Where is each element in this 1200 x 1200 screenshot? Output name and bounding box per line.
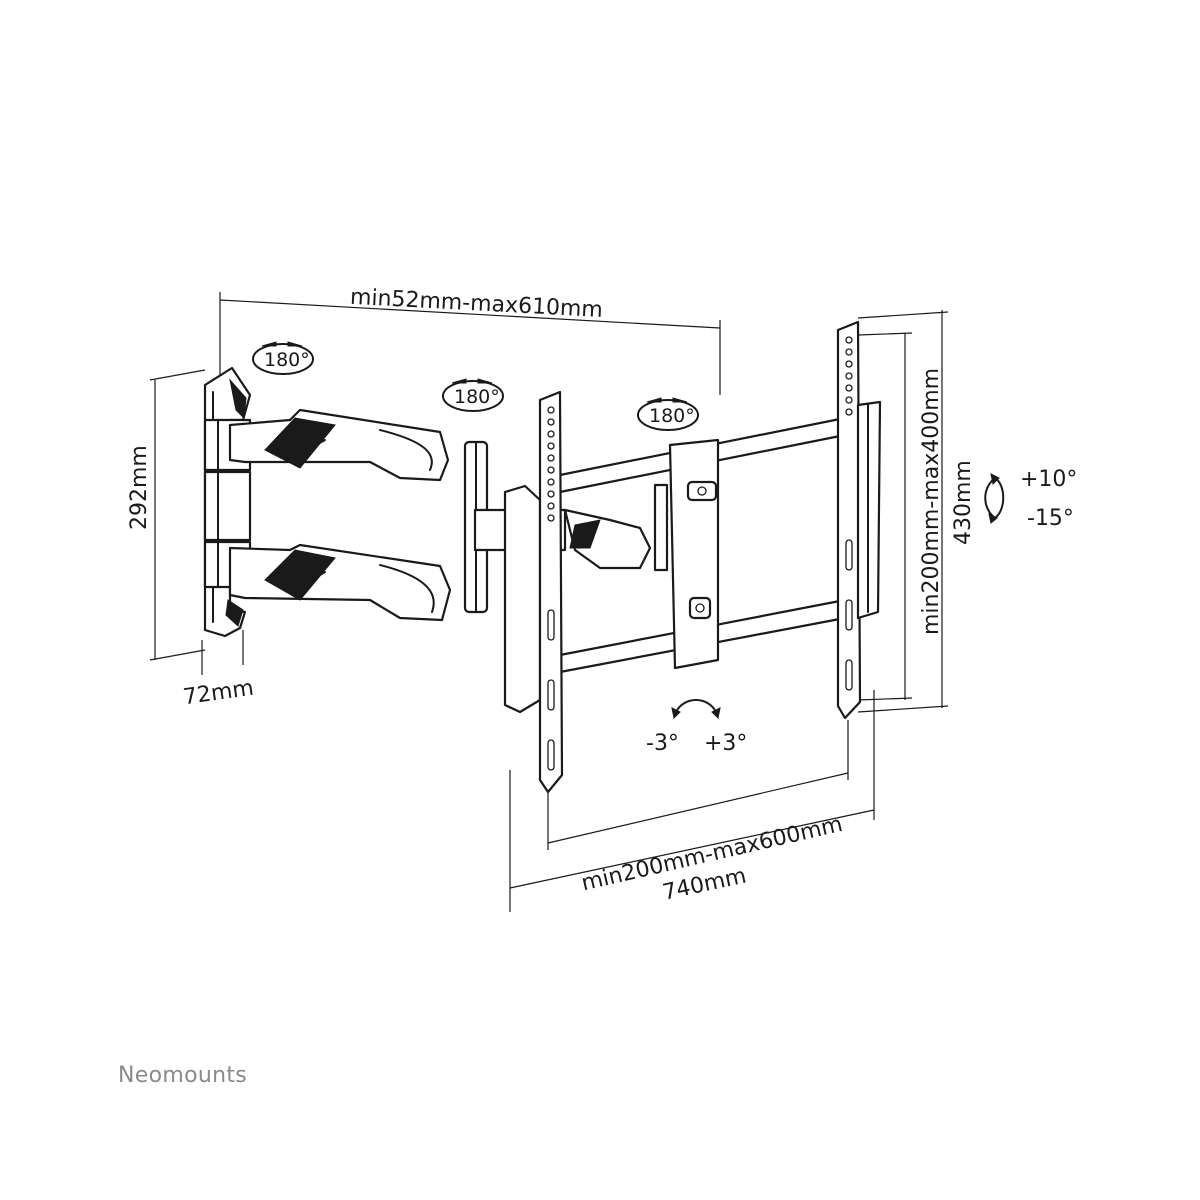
level-right-label: +3° bbox=[704, 731, 747, 756]
right-upright-holes bbox=[845, 336, 853, 691]
tv-rails bbox=[558, 416, 847, 674]
left-upright bbox=[538, 390, 564, 794]
level-left-label: -3° bbox=[646, 731, 679, 756]
wall-plate-depth-label: 72mm bbox=[182, 676, 256, 711]
right-upright bbox=[836, 320, 882, 720]
bracket-height-label: 430mm bbox=[951, 460, 976, 545]
wall-plate-height-label: 292mm bbox=[127, 445, 152, 530]
swivel-badge-wall: 180° bbox=[252, 341, 314, 375]
swivel-badge-middle: 180° bbox=[442, 378, 504, 412]
brand-logo: Neomounts bbox=[118, 1063, 247, 1088]
swivel-tv-label: 180° bbox=[649, 405, 695, 427]
swivel-wall-label: 180° bbox=[264, 349, 310, 371]
lower-arm bbox=[228, 543, 452, 622]
level-icon bbox=[671, 699, 721, 720]
swivel-middle-label: 180° bbox=[454, 386, 500, 408]
tilt-down-label: -15° bbox=[1027, 506, 1074, 531]
tilt-up-label: +10° bbox=[1020, 467, 1077, 492]
extension-dimension-label: min52mm-max610mm bbox=[349, 285, 603, 323]
vesa-vertical-label: min200mm-max400mm bbox=[919, 368, 944, 635]
dimension-lines bbox=[149, 292, 949, 912]
left-upright-holes bbox=[547, 406, 555, 771]
swivel-badge-tv: 180° bbox=[637, 397, 699, 431]
tilt-icon bbox=[984, 473, 1005, 524]
